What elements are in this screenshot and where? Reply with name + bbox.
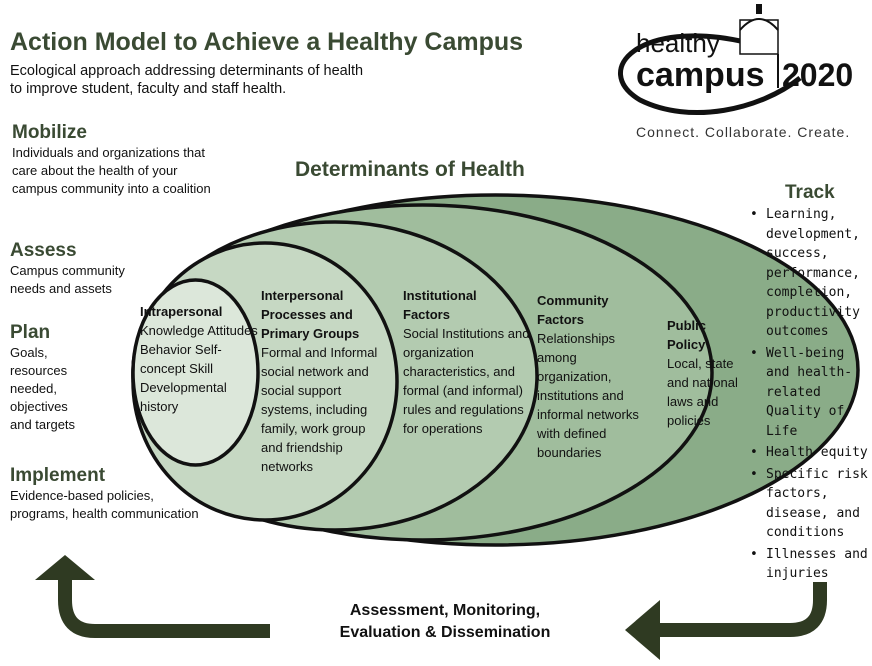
ellipse-intrapersonal [131,278,260,467]
level-text: Social Institutions and organization cha… [403,326,530,436]
cycle-label-line: Evaluation & Dissemination [339,624,551,641]
logo-swoosh [618,33,802,116]
subtitle-line: Ecological approach addressing determina… [10,63,364,79]
level-institutional: Institutional Factors Social Institution… [403,286,533,438]
level-text: Local, state and national laws and polic… [667,356,738,428]
level-title: Intrapersonal [140,304,223,319]
logo-campus: campus [636,56,765,94]
level-text: Formal and Informal social network and s… [261,345,378,474]
track-item: Specific risk factors, disease, and cond… [750,465,870,543]
step-text: Evidence-based policies, programs, healt… [10,488,199,521]
level-title: Public Policy [667,318,707,352]
track-item: Illnesses and injuries [750,545,870,584]
step-text: Goals, resources needed, objectives and … [10,345,76,432]
level-title: Institutional Factors [403,288,477,322]
step-text: Campus community needs and assets [10,263,125,296]
step-mobilize: Mobilize Individuals and organizations t… [12,122,222,198]
level-title: Interpersonal Processes and Primary Grou… [261,288,360,341]
step-text: Individuals and organizations that care … [12,145,211,196]
level-public-policy: Public Policy Local, state and national … [667,316,743,430]
logo-tagline: Connect. Collaborate. Create. [636,124,851,140]
track-title: Track [785,182,835,203]
track-list: Learning, development, success, performa… [748,205,870,586]
subtitle-line: to improve student, faculty and staff he… [10,81,287,97]
step-implement: Implement Evidence-based policies, progr… [10,465,215,523]
determinant-ellipses [131,193,860,547]
step-plan: Plan Goals, resources needed, objectives… [10,322,85,434]
cycle-label-line: Assessment, Monitoring, [349,602,541,619]
track-item: Well-being and health-related Quality of… [750,344,870,442]
cycle-label: Assessment, Monitoring, Evaluation & Dis… [300,600,590,644]
level-intrapersonal: Intrapersonal Knowledge Attitudes Behavi… [140,302,258,416]
step-title: Mobilize [12,122,87,143]
logo-healthy: healthy [636,28,720,58]
level-title: Community Factors [537,293,609,327]
step-title: Plan [10,322,51,343]
step-title: Implement [10,465,106,486]
track-item: Health equity [750,443,870,463]
track-item: Learning, development, success, performa… [750,205,870,342]
step-title: Assess [10,240,77,261]
step-assess: Assess Campus community needs and assets [10,240,140,298]
level-community: Community Factors Relationships among or… [537,291,649,462]
subtitle: Ecological approach addressing determina… [10,62,363,98]
page-title: Action Model to Achieve a Healthy Campus [10,28,524,56]
cycle-arrow-right [625,582,827,660]
logo: healthy campus 2020 [618,4,853,116]
level-text: Relationships among organization, instit… [537,331,639,460]
logo-year: 2020 [782,57,853,93]
cycle-arrow-left [35,555,270,638]
level-text: Knowledge Attitudes Behavior Self-concep… [140,323,258,414]
level-interpersonal: Interpersonal Processes and Primary Grou… [261,286,387,476]
determinants-title: Determinants of Health [295,158,525,181]
